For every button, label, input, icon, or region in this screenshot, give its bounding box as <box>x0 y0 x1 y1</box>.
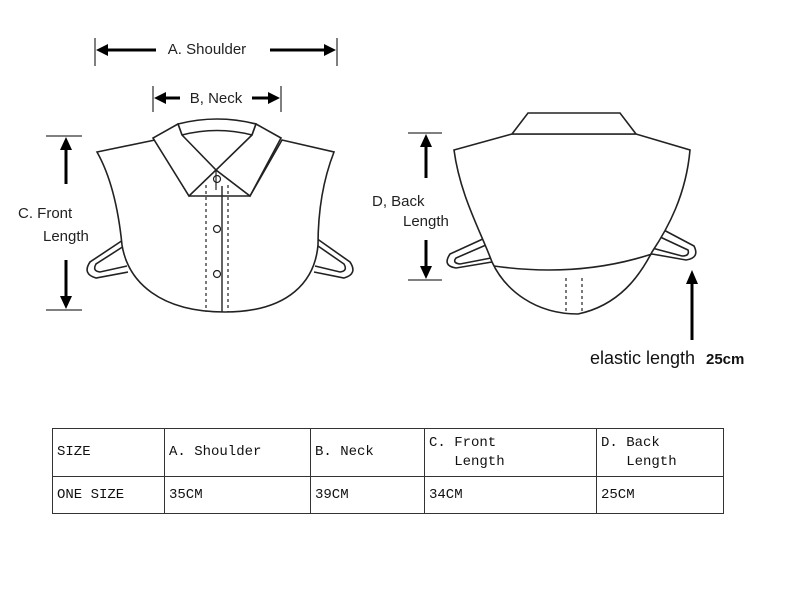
header-back-length: D. Back Length <box>596 428 724 477</box>
back-left-strap-inner <box>453 244 492 265</box>
cell-size: ONE SIZE <box>52 476 165 514</box>
back-collar-drawing <box>446 112 697 315</box>
cell-back-length: 25CM <box>596 476 724 514</box>
elastic-length-label: elastic length <box>590 348 695 368</box>
neck-arrow-right-head <box>268 92 280 104</box>
front-left-strap <box>86 237 129 279</box>
front-right-strap <box>313 237 354 279</box>
elastic-arrow-head <box>686 270 698 284</box>
neck-arrow-left-head <box>154 92 166 104</box>
front-arrow-down-head <box>60 296 72 309</box>
back-right-strap-inner <box>651 235 690 257</box>
back-collar-band <box>510 112 638 135</box>
cell-front-length: 34CM <box>424 476 597 514</box>
shoulder-arrow-left-head <box>96 44 108 56</box>
front-button-3 <box>212 269 222 279</box>
back-body-outline <box>453 133 691 315</box>
back-length-label-line2: Length <box>403 213 449 230</box>
front-length-label-line1: C. Front <box>18 205 73 222</box>
cell-neck: 39CM <box>310 476 425 514</box>
back-length-label-line1: D, Back <box>372 193 425 210</box>
size-table-header-row: SIZE A. Shoulder B. Neck C. Front Length… <box>52 428 724 477</box>
front-button-1 <box>212 174 222 184</box>
front-collar-band <box>176 118 258 136</box>
header-shoulder: A. Shoulder <box>164 428 311 477</box>
neck-label: B, Neck <box>190 90 243 107</box>
measurement-arrows <box>46 38 698 340</box>
back-arrow-up-head <box>420 134 432 147</box>
front-length-label-line2: Length <box>43 228 89 245</box>
front-collar-drawing <box>86 118 354 313</box>
header-front-length: C. Front Length <box>424 428 597 477</box>
front-right-strap-inner <box>314 245 347 273</box>
front-arrow-up-head <box>60 137 72 150</box>
back-arrow-down-head <box>420 266 432 279</box>
front-button-2 <box>212 224 222 234</box>
cell-shoulder: 35CM <box>164 476 311 514</box>
shoulder-arrow-right-head <box>324 44 336 56</box>
back-left-strap <box>446 237 493 269</box>
front-left-strap-inner <box>93 245 128 273</box>
back-elastic-band <box>493 253 653 271</box>
shoulder-label: A. Shoulder <box>168 41 246 58</box>
size-table: SIZE A. Shoulder B. Neck C. Front Length… <box>52 428 724 514</box>
header-neck: B. Neck <box>310 428 425 477</box>
header-size: SIZE <box>52 428 165 477</box>
table-row: ONE SIZE 35CM 39CM 34CM 25CM <box>52 476 724 514</box>
front-collar-left-point <box>151 122 218 198</box>
back-right-strap <box>651 227 697 261</box>
elastic-length-value: 25cm <box>706 351 744 368</box>
collar-diagram: A. Shoulder B, Neck C. Front Length D, B… <box>18 38 744 368</box>
front-collar-right-point <box>214 122 283 198</box>
